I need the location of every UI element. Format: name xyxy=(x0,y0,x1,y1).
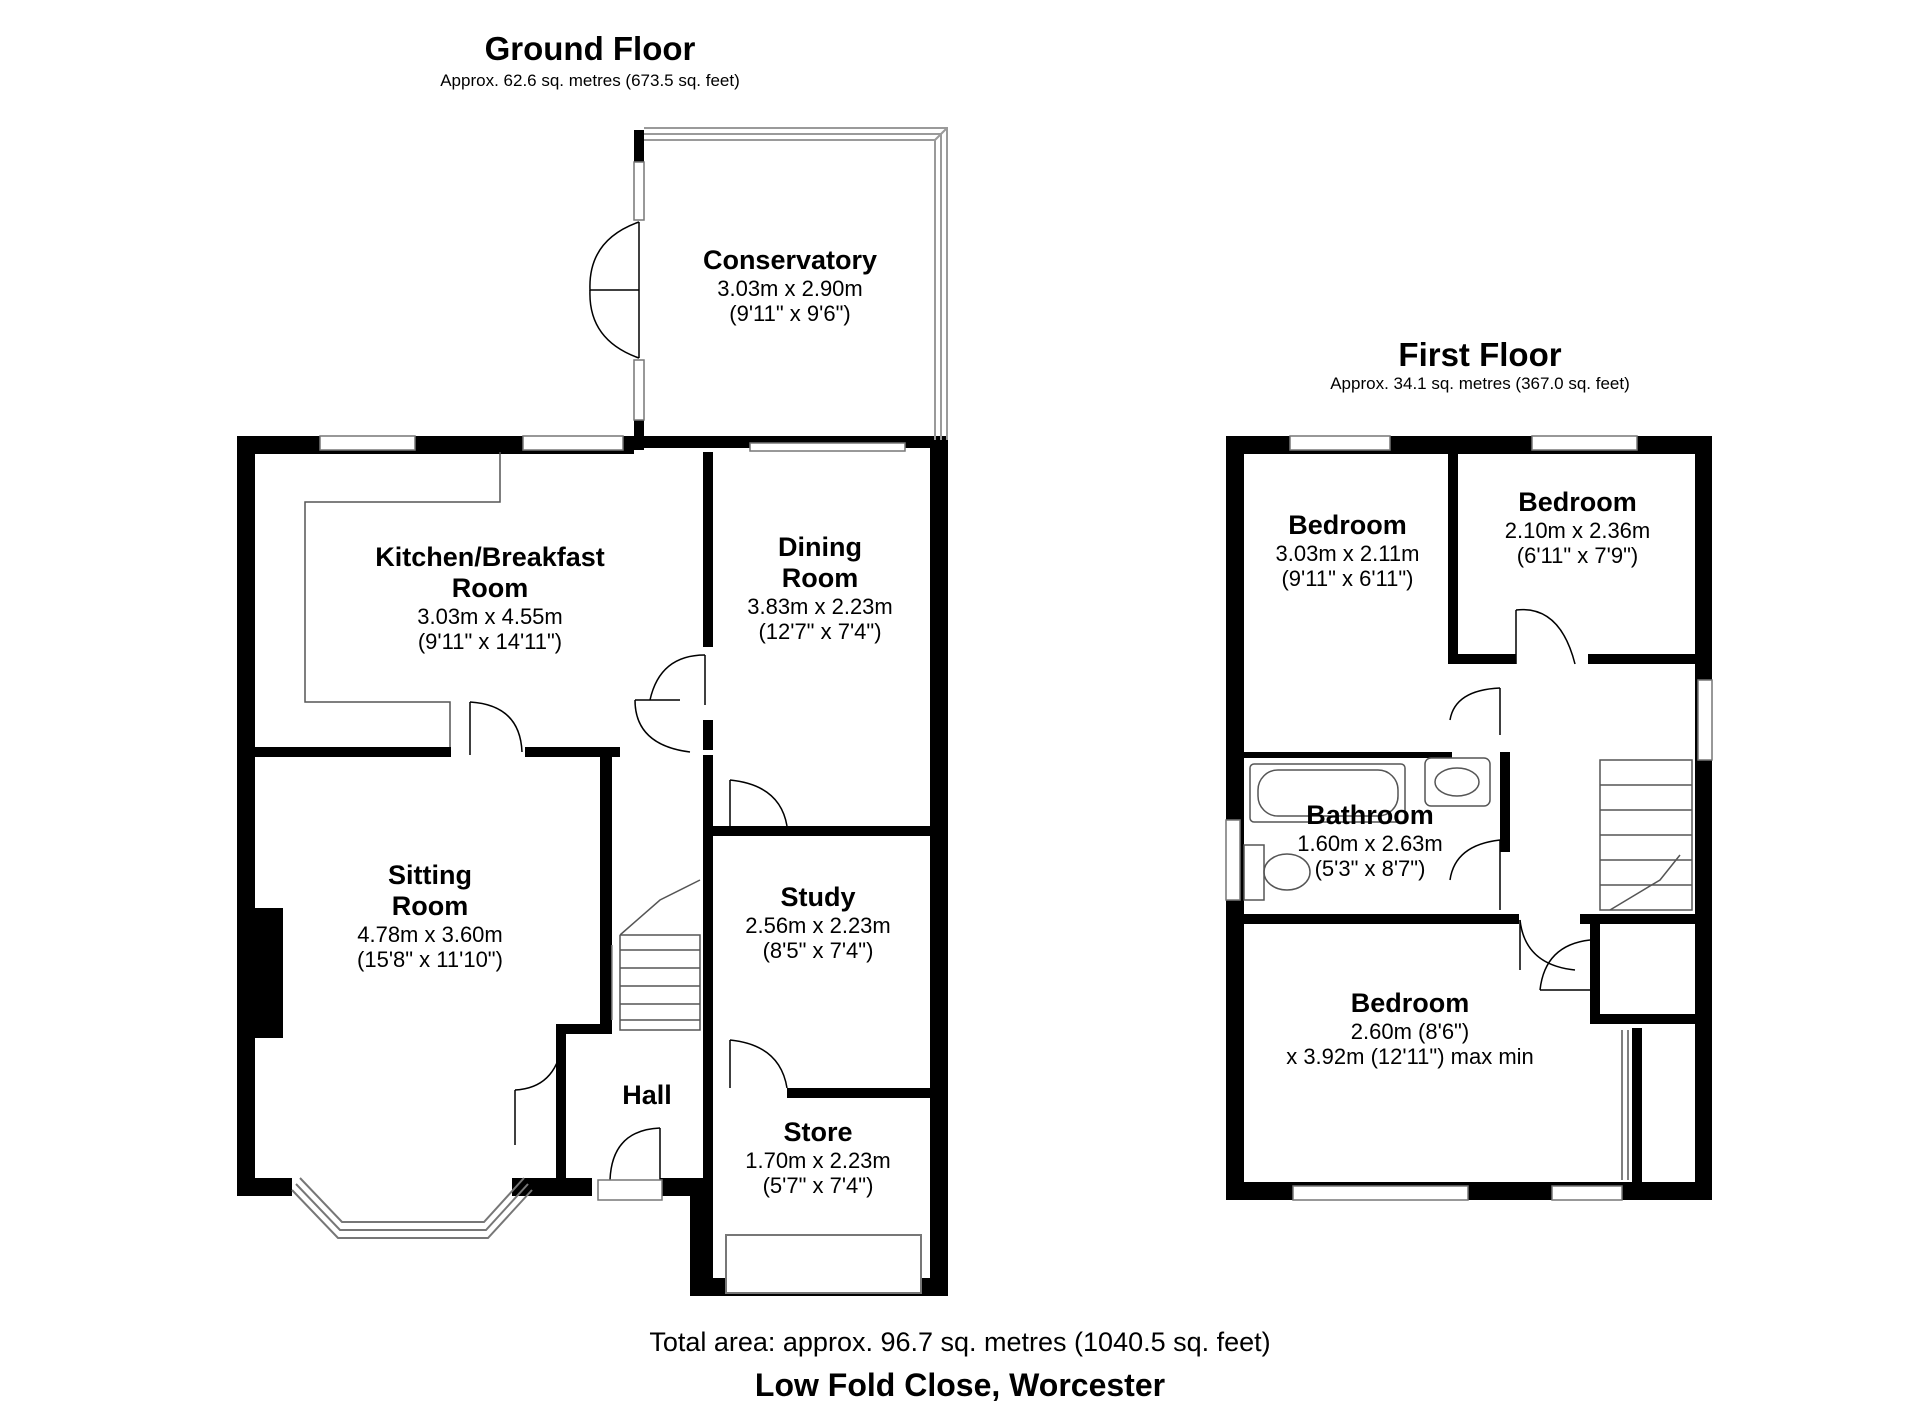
bedroom-right-label: Bedroom 2.10m x 2.36m (6'11" x 7'9") xyxy=(1460,487,1695,569)
room-name-line2: Room xyxy=(451,573,529,604)
room-name: Bedroom xyxy=(1350,988,1470,1018)
room-size-metric: 1.70m x 2.23m xyxy=(745,1148,891,1174)
room-name: Bathroom xyxy=(1306,800,1434,830)
room-name: Conservatory xyxy=(702,245,878,275)
room-size-line2: x 3.92m (12'11") max min xyxy=(1286,1044,1534,1070)
study-label: Study 2.56m x 2.23m (8'5" x 7'4") xyxy=(718,882,918,964)
room-name: Store xyxy=(783,1117,853,1147)
bathroom-fittings xyxy=(1243,757,1491,901)
ground-floor-doors xyxy=(469,654,788,1201)
room-size-imperial: (9'11" x 6'11") xyxy=(1281,566,1414,592)
room-size-metric: 3.83m x 2.23m xyxy=(747,594,893,620)
store-label: Store 1.70m x 2.23m (5'7" x 7'4") xyxy=(718,1117,918,1199)
first-floor-doors xyxy=(1449,608,1591,991)
kitchen-units xyxy=(304,452,501,747)
bathroom-label: Bathroom 1.60m x 2.63m (5'3" x 8'7") xyxy=(1270,800,1470,882)
store-window xyxy=(725,1234,922,1294)
bedroom-left-label: Bedroom 3.03m x 2.11m (9'11" x 6'11") xyxy=(1250,510,1445,592)
room-size-metric: 2.56m x 2.23m xyxy=(745,913,891,939)
sitting-room-label: Sitting Room 4.78m x 3.60m (15'8" x 11'1… xyxy=(300,860,560,973)
room-size-imperial: (12'7" x 7'4") xyxy=(758,619,882,645)
room-name: Study xyxy=(780,882,856,912)
ground-floor-area: Approx. 62.6 sq. metres (673.5 sq. feet) xyxy=(440,71,740,90)
room-name: Bedroom xyxy=(1288,510,1407,540)
property-address: Low Fold Close, Worcester xyxy=(754,1367,1166,1403)
room-name-line1: Sitting xyxy=(388,860,472,890)
room-size-metric: 1.60m x 2.63m xyxy=(1297,831,1443,857)
room-size-imperial: (15'8" x 11'10") xyxy=(357,947,503,973)
first-floor-windows xyxy=(1225,435,1713,1201)
room-name-line2: Room xyxy=(781,563,859,594)
room-size-imperial: (5'7" x 7'4") xyxy=(762,1173,874,1199)
room-size-metric: 2.10m x 2.36m xyxy=(1504,518,1651,544)
first-floor-area: Approx. 34.1 sq. metres (367.0 sq. feet) xyxy=(1330,374,1630,393)
hall-label: Hall xyxy=(622,1080,672,1110)
room-size-line1: 2.60m (8'6") xyxy=(1350,1019,1470,1045)
sitting-room-bay-window xyxy=(291,1177,533,1239)
conservatory-glazing xyxy=(644,127,948,440)
kitchen-label: Kitchen/Breakfast Room 3.03m x 4.55m (9'… xyxy=(330,542,650,655)
room-name-line1: Kitchen/Breakfast xyxy=(375,542,605,572)
room-size-metric: 4.78m x 3.60m xyxy=(357,922,503,948)
room-size-imperial: (8'5" x 7'4") xyxy=(762,938,874,964)
ground-floor-stairs xyxy=(611,879,701,1031)
room-name: Bedroom xyxy=(1518,487,1637,517)
first-floor-title: First Floor xyxy=(1398,336,1562,373)
room-size-metric: 3.03m x 4.55m xyxy=(417,604,563,630)
ground-floor-windows xyxy=(319,435,906,452)
ground-floor-title: Ground Floor xyxy=(484,30,696,67)
first-floor-stairs xyxy=(1599,759,1693,911)
conservatory-french-doors xyxy=(589,161,645,421)
room-size-metric: 3.03m x 2.11m xyxy=(1275,541,1420,567)
total-area: Total area: approx. 96.7 sq. metres (104… xyxy=(649,1327,1271,1357)
dining-label: Dining Room 3.83m x 2.23m (12'7" x 7'4") xyxy=(715,532,925,645)
room-size-imperial: (9'11" x 9'6") xyxy=(729,301,851,327)
room-name-line2: Room xyxy=(391,891,469,922)
room-size-imperial: (6'11" x 7'9") xyxy=(1516,543,1639,569)
room-size-imperial: (5'3" x 8'7") xyxy=(1314,856,1426,882)
room-size-imperial: (9'11" x 14'11") xyxy=(417,629,563,655)
conservatory-label: Conservatory 3.03m x 2.90m (9'11" x 9'6"… xyxy=(650,245,930,327)
room-name-line1: Dining xyxy=(778,532,862,562)
bedroom-main-label: Bedroom 2.60m (8'6") x 3.92m (12'11") ma… xyxy=(1260,988,1560,1070)
room-size-metric: 3.03m x 2.90m xyxy=(717,276,863,302)
wardrobe xyxy=(1621,1030,1629,1180)
